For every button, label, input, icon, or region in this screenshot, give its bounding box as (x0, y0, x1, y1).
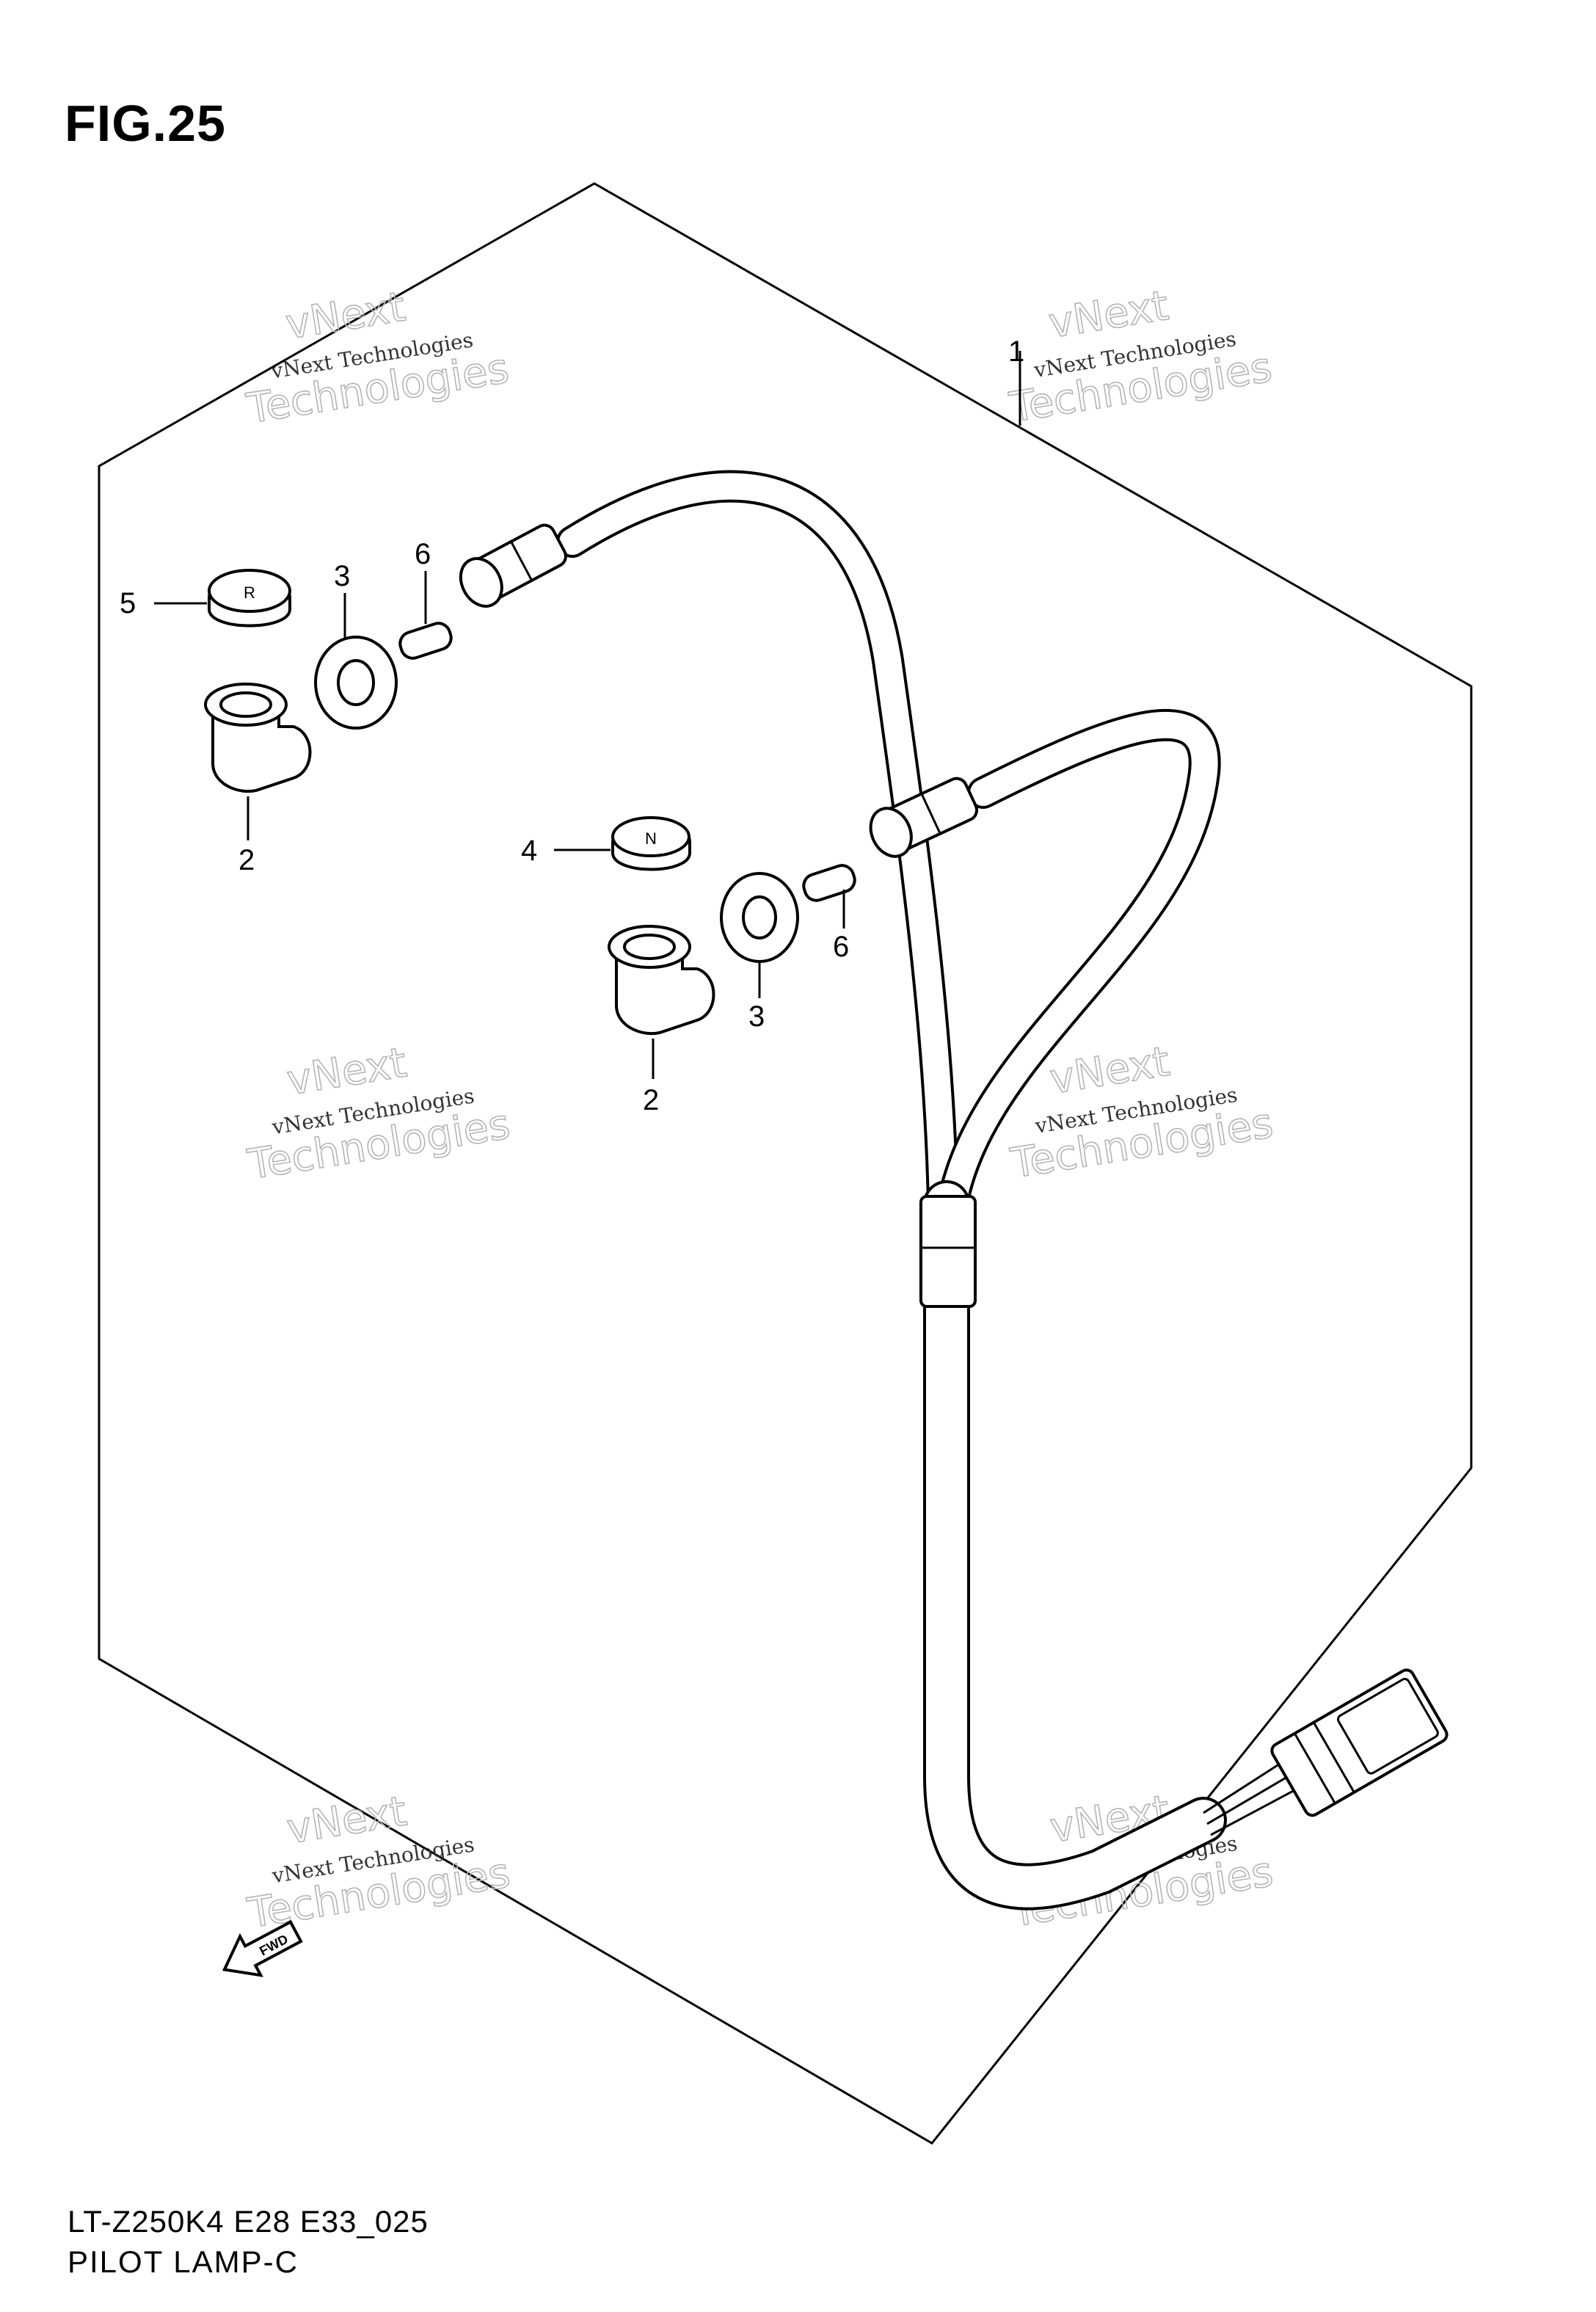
grommet-lower (720, 872, 799, 963)
leader-lines (154, 351, 1021, 1079)
fwd-arrow-icon: FWD (222, 1919, 303, 1977)
callout-bulb-upper: 6 (415, 538, 431, 570)
callout-socket-upper: 2 (238, 844, 255, 876)
svg-text:vNext: vNext (284, 1039, 410, 1105)
cap-n: N (611, 816, 691, 871)
svg-text:vNext: vNext (284, 1787, 410, 1853)
callout-cap-r: 5 (120, 587, 136, 619)
svg-text:vNext: vNext (1047, 1038, 1173, 1104)
socket-lower (608, 925, 715, 1036)
wiring-harness (459, 470, 1449, 1911)
svg-text:vNext: vNext (283, 283, 409, 349)
callout-cap-n: 4 (521, 835, 537, 867)
watermark-bottom-left: vNext vNext Technologies Technologies (244, 1787, 514, 1938)
socket-upper (204, 683, 312, 793)
svg-text:vNext: vNext (1046, 282, 1172, 348)
bulb-upper (398, 622, 453, 660)
lower-lamp-assembly: N (608, 816, 856, 1036)
callouts: 1 5 3 6 2 4 6 3 2 (120, 335, 1024, 1116)
diagram-caption: PILOT LAMP-C (68, 2244, 299, 2279)
watermark-mid-left: vNext vNext Technologies Technologies (244, 1039, 514, 1190)
grommet-upper (314, 636, 398, 730)
watermark-top-left: vNext vNext Technologies Technologies (243, 283, 513, 434)
isometric-outline (98, 182, 1473, 2145)
figure-title: FIG.25 (65, 95, 226, 152)
callout-grommet-upper: 3 (334, 560, 350, 592)
cap-r: R (208, 569, 291, 628)
bulb-lower (802, 864, 856, 902)
watermark-top-right: vNext vNext Technologies Technologies (1005, 281, 1275, 432)
upper-lamp-assembly: R (204, 569, 453, 793)
callout-socket-lower: 2 (643, 1084, 659, 1116)
svg-text:N: N (645, 829, 657, 848)
callout-harness: 1 (1008, 335, 1024, 368)
svg-text:R: R (244, 584, 255, 602)
callout-bulb-lower: 6 (833, 931, 849, 963)
callout-grommet-lower: 3 (748, 1000, 765, 1033)
model-code: LT-Z250K4 E28 E33_025 (68, 2204, 429, 2239)
